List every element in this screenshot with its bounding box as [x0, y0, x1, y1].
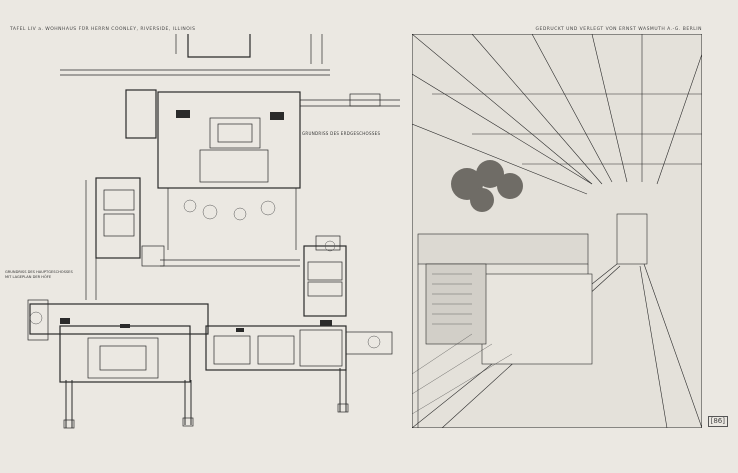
- page-number: [86]: [710, 417, 725, 425]
- page-number-box: [86]: [707, 416, 728, 427]
- upper-floor-label-line1: GRUNDRISS DES HAUPTGESCHOSSES: [5, 270, 73, 274]
- ground-floor-label: GRUNDRISS DES ERDGESCHOSSES: [302, 131, 381, 136]
- plate-caption-left: TAFEL LIV a. WOHNHAUS FÜR HERRN COONLEY,…: [10, 27, 196, 32]
- interior-perspective-drawing: [412, 34, 702, 428]
- publisher-caption: GEDRUCKT UND VERLEGT VON ERNST WASMUTH A…: [535, 27, 702, 32]
- upper-floor-label-line2: MIT LAGEPLAN DER HÖFE: [5, 275, 52, 279]
- floor-plan-drawing: [27, 34, 400, 429]
